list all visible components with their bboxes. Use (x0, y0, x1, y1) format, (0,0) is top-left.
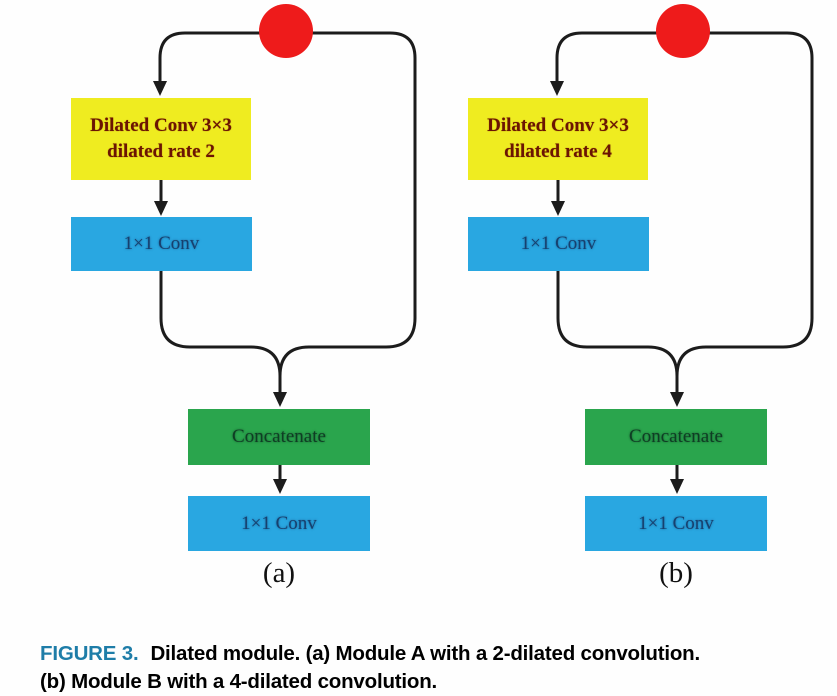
output-conv1x1-label: 1×1 Conv (638, 512, 714, 534)
arrowhead-into-concat (273, 392, 287, 407)
figure-caption: FIGURE 3. Dilated module. (a) Module A wi… (40, 640, 820, 696)
caption-line2: (b) Module B with a 4-dilated convolutio… (40, 670, 438, 693)
dilated-conv-label-line2: dilated rate 4 (504, 141, 612, 162)
module-a-connectors (153, 4, 417, 494)
skip-connection-line (158, 31, 417, 394)
dilated-conv-label-line1: Dilated Conv 3×3 (90, 115, 232, 137)
module-a-label: (a) (262, 557, 296, 589)
dilated-conv-box: Dilated Conv 3×3 dilated rate 4 (468, 98, 648, 180)
input-node-circle (259, 4, 313, 58)
module-b-label: (b) (659, 557, 693, 589)
caption-tag: FIGURE 3. (40, 642, 139, 665)
skip-connection-line (555, 31, 814, 394)
output-conv1x1-label: 1×1 Conv (241, 512, 317, 534)
output-conv1x1-box: 1×1 Conv (188, 496, 370, 551)
module-b-connectors (550, 4, 814, 494)
arrowhead-into-dilated (153, 81, 167, 96)
dilated-conv-label-line1: Dilated Conv 3×3 (487, 115, 629, 137)
module-a: Dilated Conv 3×3 dilated rate 2 1×1 Conv… (0, 0, 430, 605)
conv1x1-label: 1×1 Conv (520, 233, 597, 255)
conv1x1-box: 1×1 Conv (468, 217, 649, 271)
dilated-conv-label-line2: dilated rate 2 (107, 141, 215, 162)
concatenate-label: Concatenate (629, 426, 723, 448)
input-node-circle (656, 4, 710, 58)
module-b: Dilated Conv 3×3 dilated rate 4 1×1 Conv… (397, 0, 827, 605)
caption-line1: Dilated module. (a) Module A with a 2-di… (150, 642, 700, 665)
conv1x1-box: 1×1 Conv (71, 217, 252, 271)
output-conv1x1-box: 1×1 Conv (585, 496, 767, 551)
arrowhead-into-conv (551, 201, 565, 216)
arrowhead-into-output-conv (670, 479, 684, 494)
conv1x1-label: 1×1 Conv (123, 233, 200, 255)
conv-branch-line (159, 271, 282, 377)
arrowhead-into-output-conv (273, 479, 287, 494)
dilated-conv-box: Dilated Conv 3×3 dilated rate 2 (71, 98, 251, 180)
concatenate-box: Concatenate (188, 409, 370, 465)
arrowhead-into-dilated (550, 81, 564, 96)
arrowhead-into-concat (670, 392, 684, 407)
concatenate-label: Concatenate (232, 426, 326, 448)
conv-branch-line (556, 271, 679, 377)
arrowhead-into-conv (154, 201, 168, 216)
concatenate-box: Concatenate (585, 409, 767, 465)
